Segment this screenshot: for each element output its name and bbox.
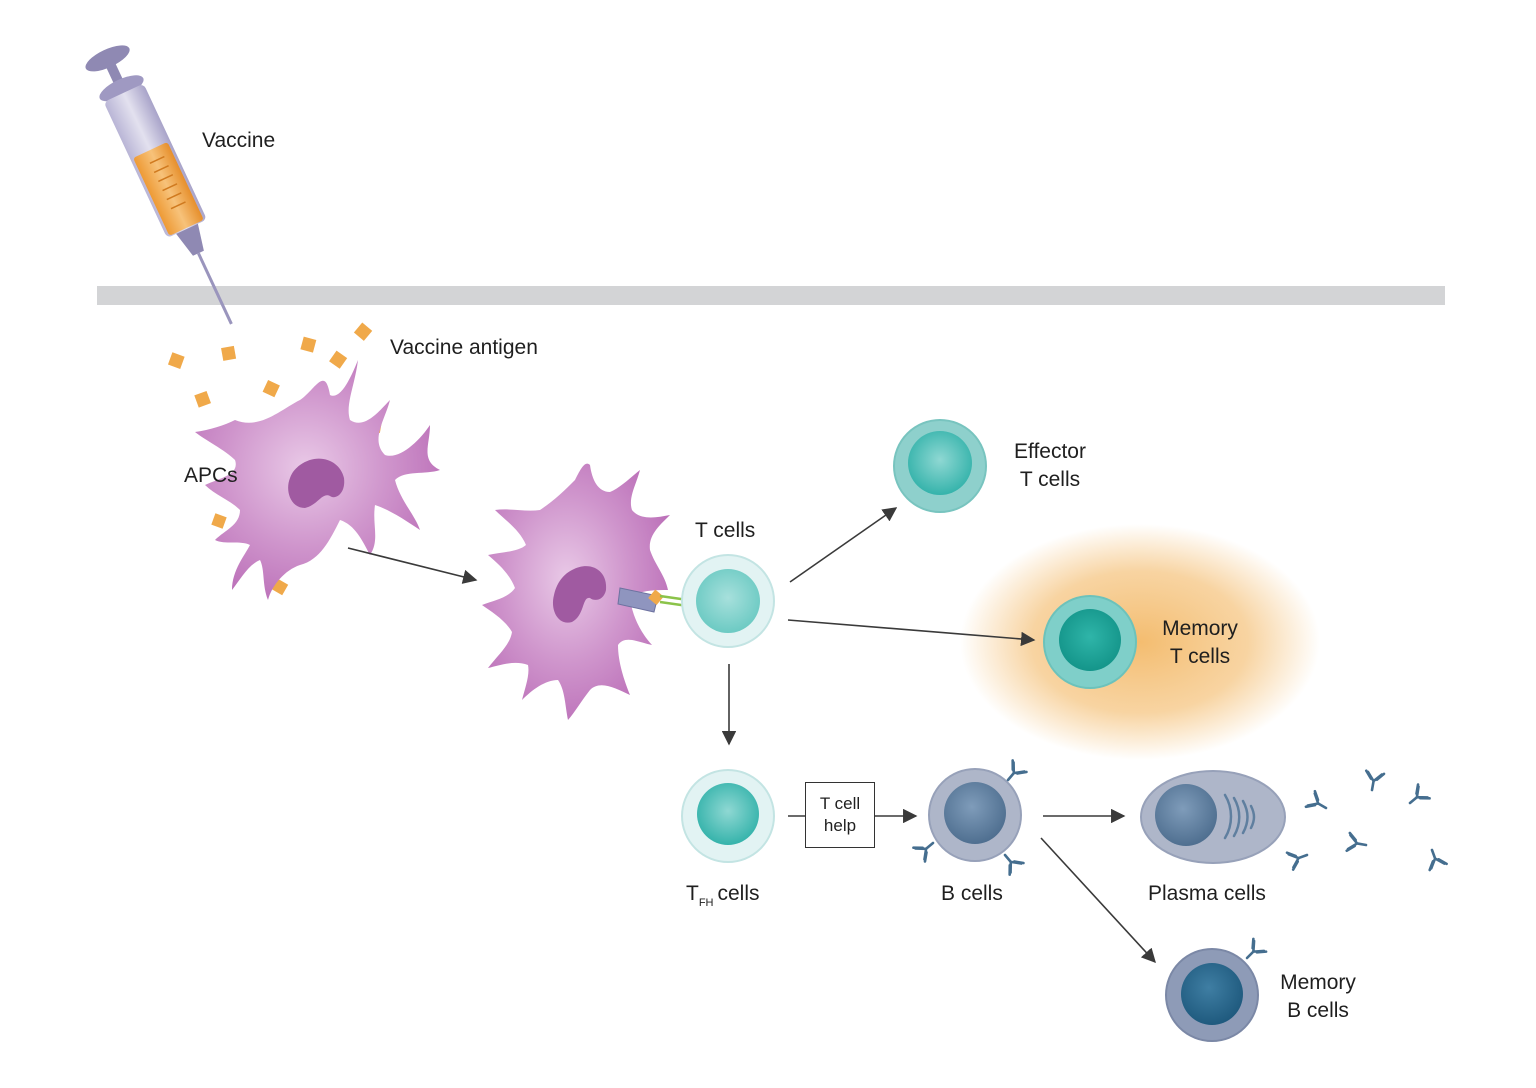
t-cell — [681, 554, 775, 648]
label-t-cell-help-line2: help — [823, 816, 857, 835]
label-b-cells: B cells — [941, 882, 1003, 905]
label-plasma-cells: Plasma cells — [1148, 882, 1266, 905]
free-antibodies — [1285, 769, 1448, 872]
label-effector-t-cells: Effector T cells — [1000, 438, 1100, 494]
label-tfh-sub: FH — [698, 897, 714, 909]
label-tfh-main: T — [686, 882, 699, 905]
apc-dendritic-cell-1 — [195, 360, 440, 600]
label-t-cells: T cells — [695, 519, 756, 542]
arrow-b-to-memory-b — [1040, 837, 1156, 964]
arrow-t-to-memory — [787, 619, 1036, 647]
b-cell — [912, 759, 1028, 876]
label-apcs: APCs — [184, 464, 238, 487]
label-memory-t-cells: Memory T cells — [1150, 615, 1250, 671]
label-memory-b-line2: B cells — [1287, 999, 1349, 1022]
memory-glow — [960, 524, 1320, 760]
arrow-t-to-effector — [789, 507, 898, 583]
label-memory-t-line1: Memory — [1162, 617, 1238, 640]
memory-t-cell — [1043, 595, 1137, 689]
label-effector-line1: Effector — [1014, 440, 1086, 463]
tfh-cell — [681, 769, 775, 863]
arrow-apc-to-apc — [347, 547, 478, 584]
label-memory-b-line1: Memory — [1280, 971, 1356, 994]
effector-t-cell — [893, 419, 987, 513]
label-memory-b-cells: Memory B cells — [1268, 969, 1368, 1025]
label-memory-t-line2: T cells — [1169, 645, 1231, 668]
t-cell-help-box: T cell help — [805, 782, 875, 848]
label-vaccine-antigen: Vaccine antigen — [390, 336, 538, 359]
label-t-cell-help-line1: T cell — [819, 794, 861, 813]
label-tfh-rest: cells — [717, 882, 760, 905]
plasma-cell — [1140, 770, 1286, 864]
apc-dendritic-cell-2 — [482, 463, 689, 720]
syringe-icon — [85, 45, 233, 325]
label-effector-line2: T cells — [1019, 468, 1081, 491]
skin-barrier — [97, 286, 1445, 305]
memory-b-cell — [1165, 937, 1268, 1042]
label-vaccine: Vaccine — [202, 129, 276, 152]
